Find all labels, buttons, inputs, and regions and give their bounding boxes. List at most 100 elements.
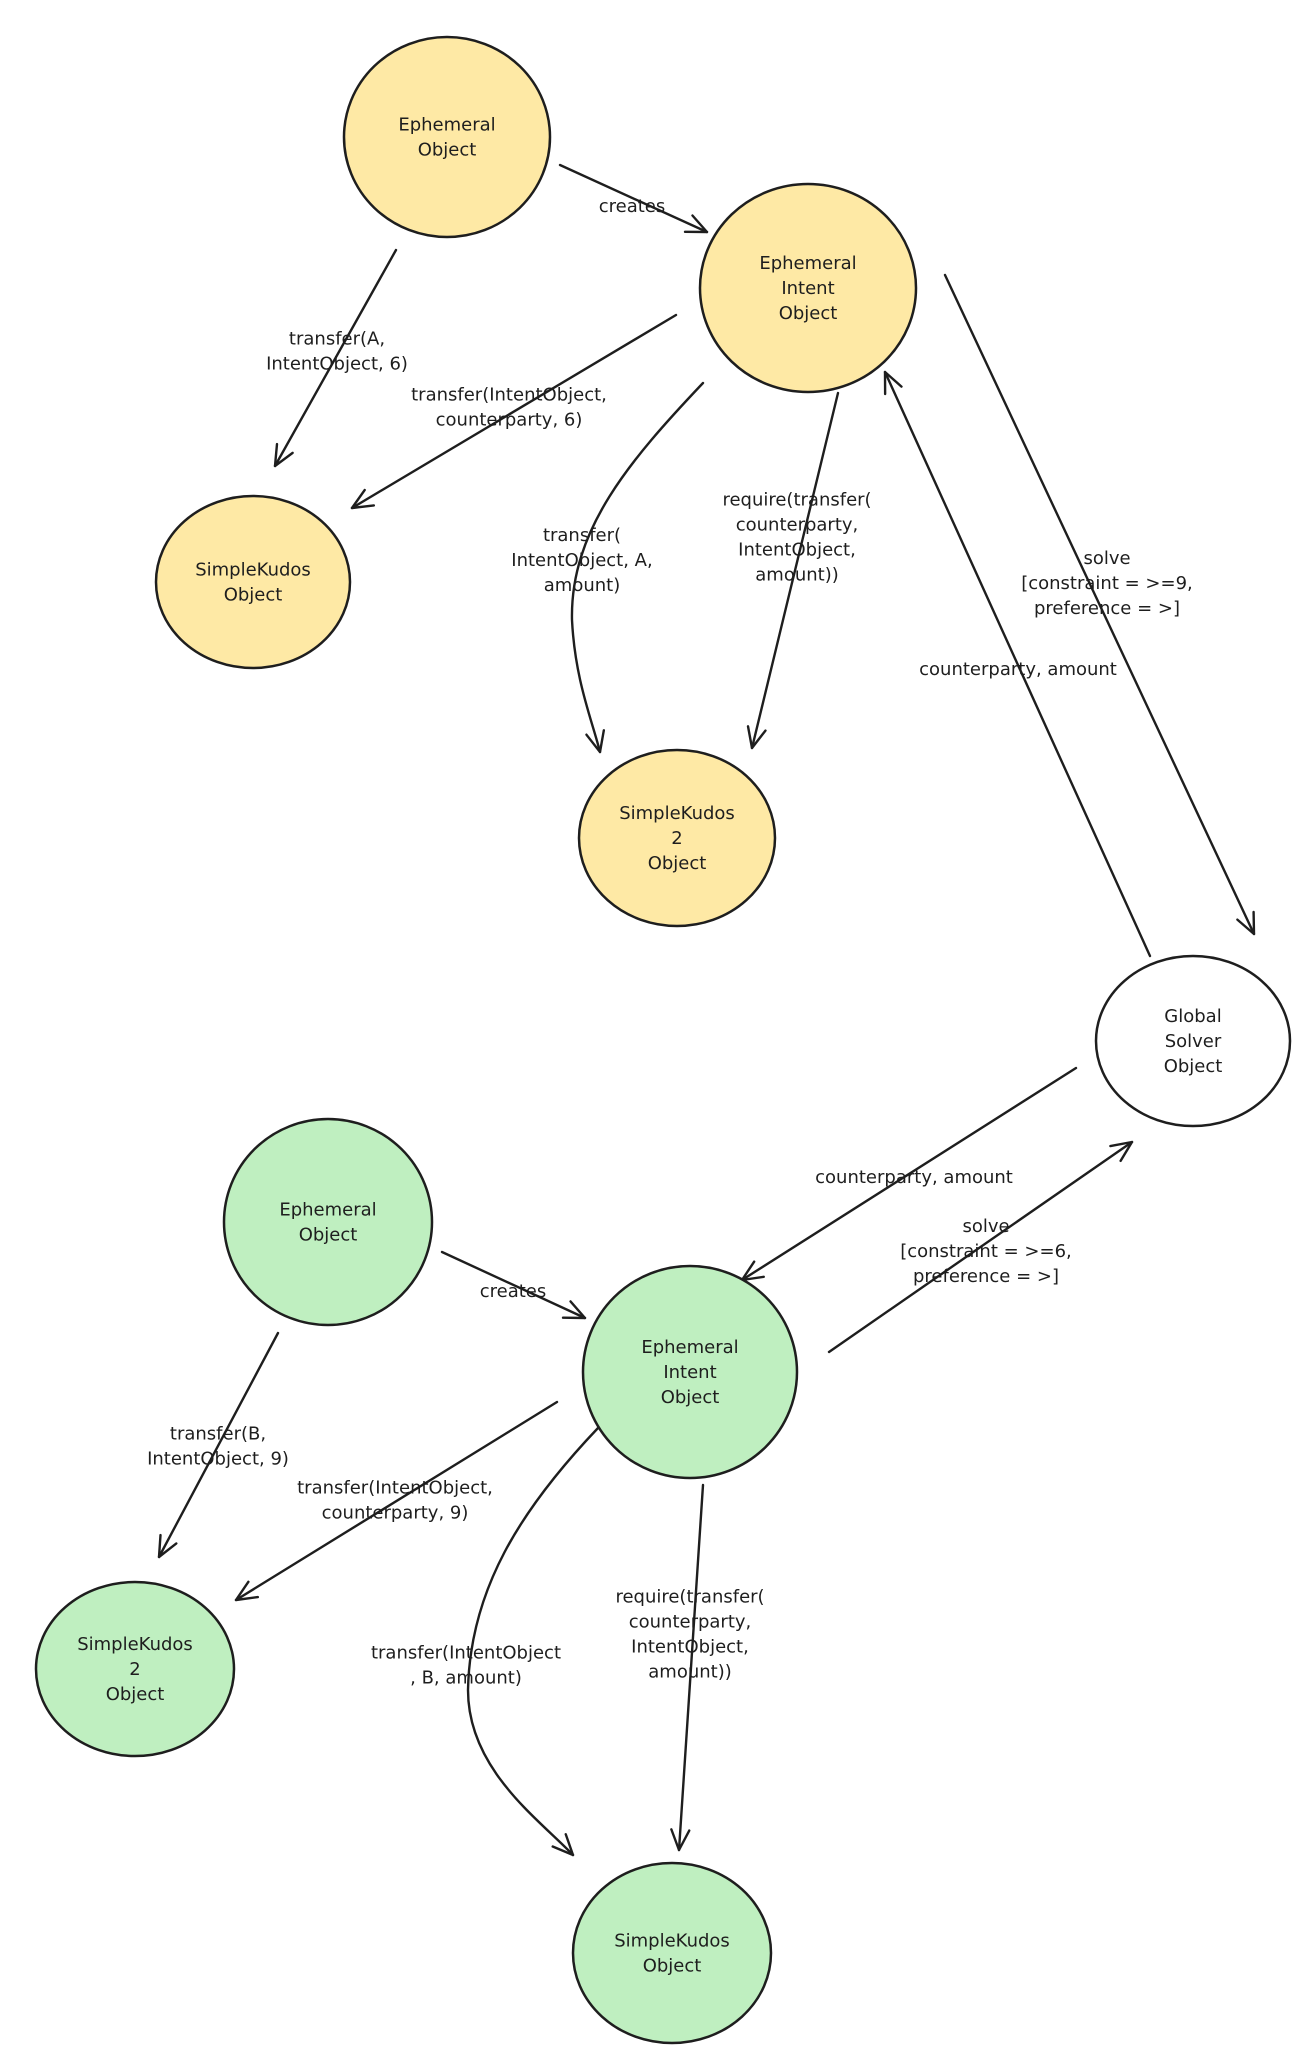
- edge-label: counterparty,: [629, 1612, 752, 1633]
- edge-y-return: counterparty, amount: [883, 370, 1152, 958]
- node-circle: [342, 35, 552, 239]
- edge-line: [558, 163, 709, 234]
- edge-y-require: require(transfer(counterparty,IntentObje…: [722, 391, 872, 750]
- edge-label: amount): [544, 575, 620, 596]
- edge-label: require(transfer(: [722, 490, 871, 511]
- edge-label: IntentObject,: [738, 540, 856, 561]
- node-label: 2: [129, 1659, 140, 1680]
- edge-line: [883, 370, 1152, 958]
- edge-g-require: require(transfer( counterparty, IntentObje…: [615, 1483, 765, 1852]
- edge-label: transfer(IntentObject: [371, 1643, 561, 1664]
- edge-label: require(transfer(: [615, 1587, 764, 1608]
- arrowhead: [273, 442, 294, 468]
- edge-line: [234, 1400, 559, 1602]
- node-label: Object: [648, 853, 707, 874]
- arrowhead: [1109, 1140, 1134, 1163]
- edge-label: transfer(IntentObject,: [297, 1478, 493, 1499]
- node-label: Solver: [1165, 1031, 1222, 1052]
- arrowhead: [157, 1533, 178, 1559]
- edge-g-creates: creates: [440, 1250, 587, 1320]
- edge-y-solve: solve [constraint = >=9, preference = >]: [943, 273, 1256, 936]
- node-label: Object: [299, 1225, 358, 1246]
- node-label: SimpleKudos: [614, 1931, 730, 1952]
- node-label: SimpleKudos: [195, 560, 311, 581]
- edge-label: counterparty, amount: [919, 659, 1117, 680]
- arrowhead: [670, 1828, 691, 1852]
- edge-label: [constraint = >=6,: [900, 1241, 1072, 1262]
- edge-label: counterparty, 6): [436, 410, 583, 431]
- node-label: SimpleKudos: [77, 1634, 193, 1655]
- node-circle: [1094, 954, 1292, 1128]
- arrowhead: [585, 729, 606, 754]
- node-label: Ephemeral: [398, 115, 495, 136]
- edge-line: [750, 391, 840, 750]
- edge-line: [677, 1483, 705, 1852]
- node-label: SimpleKudos: [619, 803, 735, 824]
- edge-label: preference = >]: [913, 1266, 1059, 1287]
- edge-label: IntentObject,: [631, 1637, 749, 1658]
- edge-label: amount)): [755, 565, 839, 586]
- edge-label: solve: [1083, 548, 1130, 569]
- arrowhead: [683, 214, 709, 234]
- edge-label: , B, amount): [410, 1668, 522, 1689]
- edge-g-transfer-amount: transfer(IntentObject , B, amount): [371, 1426, 600, 1857]
- edge-line: [466, 1426, 600, 1857]
- arrowhead: [883, 370, 903, 396]
- node-label: Intent: [663, 1362, 716, 1383]
- node-label: Object: [661, 1387, 720, 1408]
- node-circle: [154, 494, 352, 670]
- edge-y-creates: creates: [558, 163, 709, 234]
- node-circle: [222, 1117, 434, 1327]
- edge-y-transfer-intent: transfer(IntentObject, counterparty, 6): [350, 313, 678, 510]
- node-label: Ephemeral: [641, 1337, 738, 1358]
- edge-label: preference = >]: [1034, 598, 1180, 619]
- edge-g-transfer-b: transfer(B,IntentObject, 9): [147, 1331, 289, 1559]
- node-label: Ephemeral: [759, 253, 856, 274]
- edge-label: transfer(: [543, 525, 621, 546]
- node-label: Object: [1164, 1056, 1223, 1077]
- node-label: Ephemeral: [279, 1200, 376, 1221]
- edge-line: [943, 273, 1256, 936]
- edge-label: creates: [599, 196, 666, 217]
- arrowhead: [350, 488, 376, 510]
- edge-label: transfer(B,: [170, 1424, 266, 1445]
- edge-line: [440, 1250, 587, 1320]
- edge-label: [constraint = >=9,: [1021, 573, 1193, 594]
- edge-label: creates: [480, 1281, 547, 1302]
- edge-label: IntentObject, 6): [266, 354, 408, 375]
- node-label: Intent: [781, 278, 834, 299]
- edge-line: [350, 313, 678, 510]
- edge-label: IntentObject, A,: [511, 550, 652, 571]
- edge-line: [157, 1331, 280, 1559]
- edge-label: counterparty, 9): [322, 1503, 469, 1524]
- node-label: 2: [671, 828, 682, 849]
- edge-label: counterparty, amount: [815, 1167, 1013, 1188]
- node-label: Global: [1164, 1006, 1221, 1027]
- node-label: Object: [224, 585, 283, 606]
- edge-line: [740, 1066, 1078, 1282]
- node-circle: [698, 182, 918, 394]
- edge-line: [827, 1140, 1134, 1354]
- node-circle: [577, 748, 777, 928]
- node-label: Object: [779, 303, 838, 324]
- edge-label: solve: [962, 1216, 1009, 1237]
- arrowhead: [1236, 910, 1256, 936]
- arrowhead: [746, 725, 767, 750]
- node-circle: [34, 1580, 236, 1758]
- edge-line: [570, 381, 705, 754]
- node-label: Object: [106, 1684, 165, 1705]
- arrowhead: [561, 1300, 587, 1320]
- edge-y-transfer-amount: transfer( IntentObject, A, amount): [511, 381, 705, 754]
- edge-line: [273, 248, 398, 468]
- edge-label: transfer(IntentObject,: [411, 385, 607, 406]
